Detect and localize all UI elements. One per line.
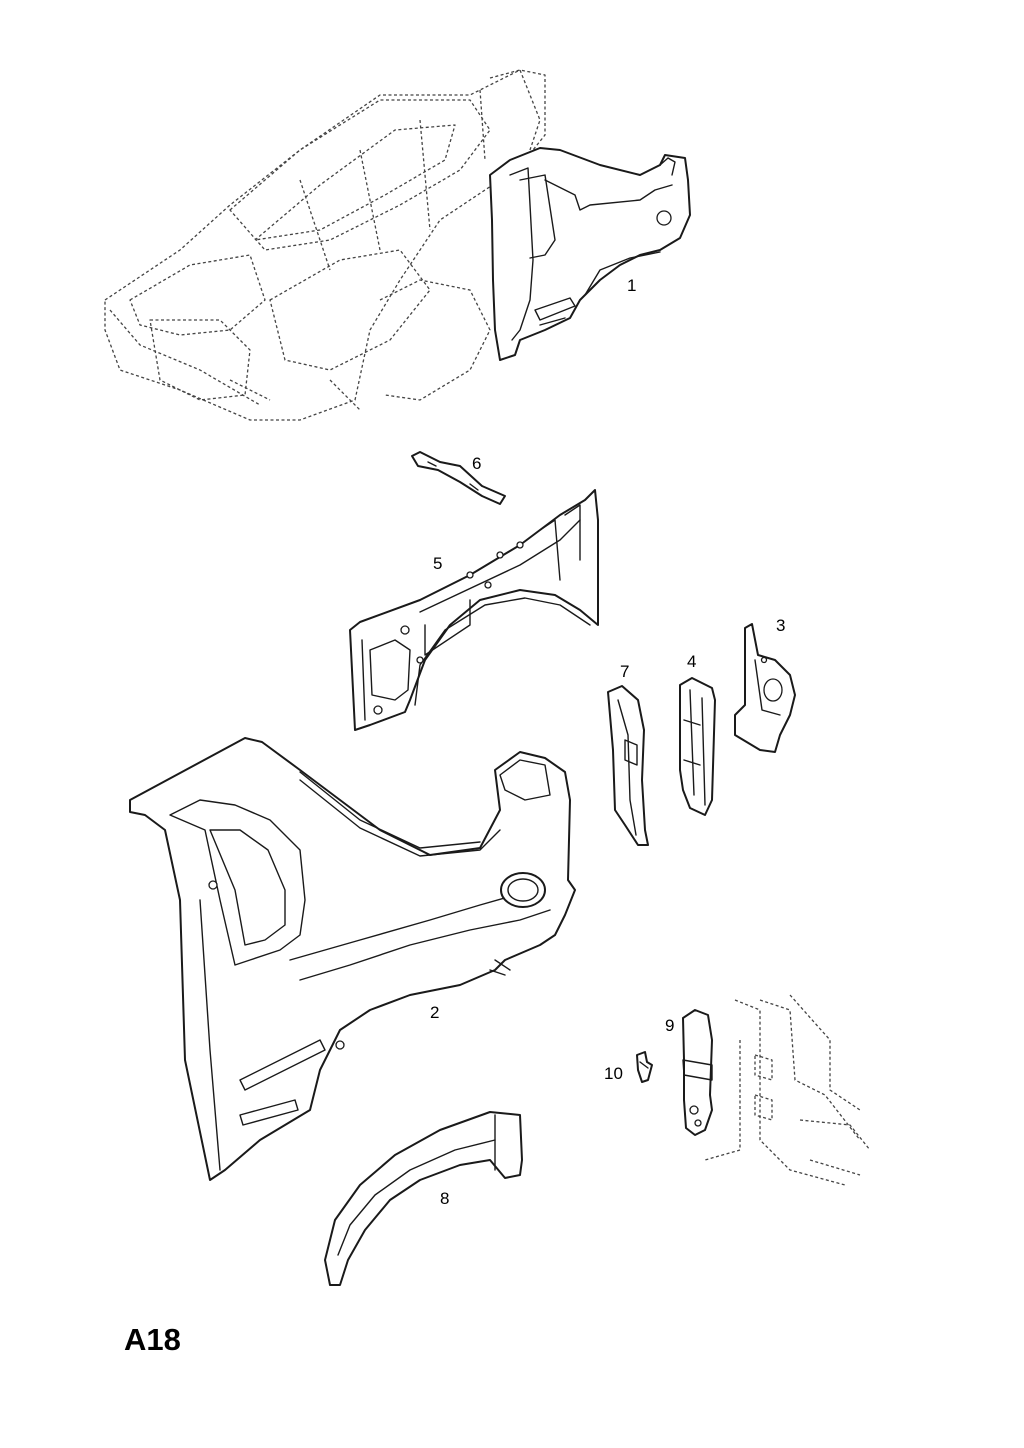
callout-4: 4 [687,652,696,671]
part-3-bracket-plate [734,623,796,753]
callout-7: 7 [620,662,629,681]
callout-6: 6 [472,454,481,473]
callout-5: 5 [433,554,442,573]
floor-structure-ghost [704,994,871,1186]
callout-8: 8 [440,1189,449,1208]
part-4-reinforcement [679,677,716,816]
callout-9: 9 [665,1016,674,1035]
part-2-outer-side-panel [129,737,576,1181]
part-6-bracket-strip [411,451,506,505]
callout-3: 3 [776,616,785,635]
part-8-wheel-arch [324,1111,523,1286]
part-10-clip [636,1051,653,1083]
car-body-shell [104,69,546,421]
page-code: A18 [124,1322,181,1357]
callout-1: 1 [627,276,636,295]
callout-10: 10 [604,1064,623,1083]
callout-2: 2 [430,1003,439,1022]
callout-labels: 1 2 3 4 5 6 7 8 9 10 [430,276,785,1208]
part-7-pillar-reinforcement [607,685,649,846]
part-9-bracket [682,1009,713,1136]
rear-side-panel-assembly [489,147,691,361]
part-5-inner-panel [349,489,599,731]
